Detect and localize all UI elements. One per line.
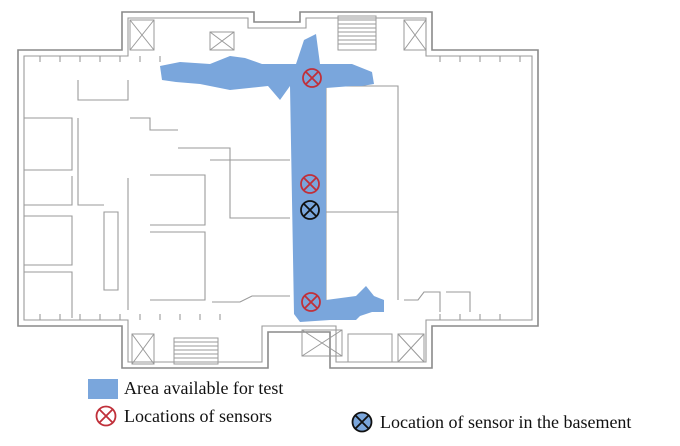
legend-basement-label: Location of sensor in the basement [380,411,632,432]
legend-basement: Location of sensor in the basement [350,410,631,434]
legend-sensors: Locations of sensors [94,404,272,428]
building-inner-outline [23,17,533,363]
circled-x-icon [351,411,373,433]
interior-walls-left [24,80,290,318]
legend-area: Area available for test [88,378,283,399]
sensor-marker-3 [301,292,321,312]
basement-sensor-marker [300,200,320,220]
upper-cores [129,15,427,51]
legend-sensors-label: Locations of sensors [124,405,272,426]
interior-walls-right [325,85,471,312]
window-marks [39,56,521,320]
legend-area-label: Area available for test [124,378,284,398]
test-area [160,34,384,322]
sensor-marker-1 [302,68,322,88]
sensor-markers [300,68,322,312]
circled-x-icon [95,405,117,427]
lower-cores [131,329,425,365]
building-outline [17,11,539,369]
area-swatch [88,378,118,399]
sensor-marker-2 [300,174,320,194]
